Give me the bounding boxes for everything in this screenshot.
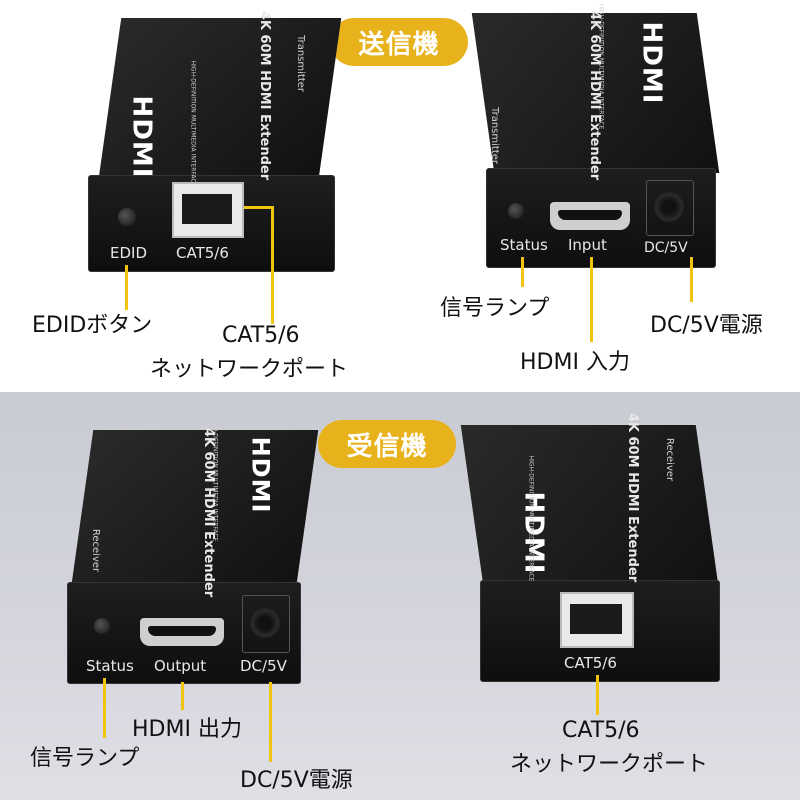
hdmi-logo-subtitle: HIGH-DEFINITION MULTIMEDIA INTERFACE bbox=[527, 455, 535, 582]
cat-callout-line2: ネットワークポート bbox=[510, 752, 709, 777]
cat-port-label: CAT5/6 bbox=[176, 244, 229, 262]
product-name: 4K 60M HDMI Extender bbox=[625, 412, 641, 583]
cat-callout-line1: CAT5/6 bbox=[222, 323, 300, 348]
receiver-title-badge: 受信機 bbox=[318, 420, 456, 468]
hdmi-logo-subtitle: HIGH-DEFINITION MULTIMEDIA INTERFACE bbox=[189, 60, 197, 187]
signal-lamp-callout: 信号ランプ bbox=[30, 746, 140, 771]
receiver-label: Receiver bbox=[664, 437, 676, 482]
status-label: Status bbox=[86, 657, 134, 675]
product-name: 4K 60M HDMI Extender bbox=[257, 10, 273, 181]
dc-power-port[interactable] bbox=[654, 192, 684, 222]
edid-button[interactable] bbox=[118, 208, 136, 226]
transmitter-device-hdmi-side: HDMI HIGH-DEFINITION MULTIMEDIA INTERFAC… bbox=[471, 4, 723, 273]
transmitter-device-cat-side: HDMI HIGH-DEFINITION MULTIMEDIA INTERFAC… bbox=[80, 10, 342, 275]
input-label: Input bbox=[568, 236, 607, 254]
cat-port-label: CAT5/6 bbox=[564, 654, 617, 672]
edid-port-label: EDID bbox=[110, 244, 148, 262]
cat-callout-line1: CAT5/6 bbox=[562, 718, 640, 743]
cat-callout-line2: ネットワークポート bbox=[150, 357, 349, 382]
hdmi-output-port[interactable] bbox=[140, 618, 224, 646]
dc-label: DC/5V bbox=[240, 657, 287, 675]
product-name: 4K 60M HDMI Extender bbox=[587, 10, 603, 181]
status-led bbox=[94, 618, 110, 634]
dc-label: DC/5V bbox=[644, 240, 688, 256]
receiver-device-cat-side: HDMI HIGH-DEFINITION MULTIMEDIA INTERFAC… bbox=[460, 413, 727, 685]
hdmi-logo: HDMI bbox=[126, 95, 157, 179]
product-name: 4K 60M HDMI Extender bbox=[201, 427, 217, 598]
dc-power-port[interactable] bbox=[250, 608, 280, 638]
status-label: Status bbox=[500, 236, 548, 254]
status-led bbox=[508, 203, 524, 219]
receiver-label: Receiver bbox=[90, 528, 102, 573]
hdmi-input-callout: HDMI 入力 bbox=[520, 350, 630, 375]
dc-power-callout: DC/5V電源 bbox=[240, 768, 353, 793]
transmitter-label: Transmitter bbox=[295, 34, 307, 93]
hdmi-output-callout: HDMI 出力 bbox=[132, 717, 242, 742]
transmitter-label: Transmitter bbox=[489, 106, 501, 165]
hdmi-logo: HDMI bbox=[246, 436, 275, 514]
receiver-device-hdmi-side: HDMI HIGH-DEFINITION MULTIMEDIA INTERFAC… bbox=[62, 416, 319, 690]
output-label: Output bbox=[154, 657, 207, 675]
hdmi-input-port[interactable] bbox=[550, 202, 630, 230]
cat-port[interactable] bbox=[172, 182, 244, 238]
hdmi-logo: HDMI bbox=[636, 21, 667, 105]
transmitter-title-badge: 送信機 bbox=[330, 18, 468, 66]
signal-lamp-callout: 信号ランプ bbox=[440, 296, 550, 321]
dc-power-callout: DC/5V電源 bbox=[650, 313, 763, 338]
cat-port[interactable] bbox=[560, 592, 634, 648]
edid-button-callout: EDIDボタン bbox=[32, 313, 153, 338]
